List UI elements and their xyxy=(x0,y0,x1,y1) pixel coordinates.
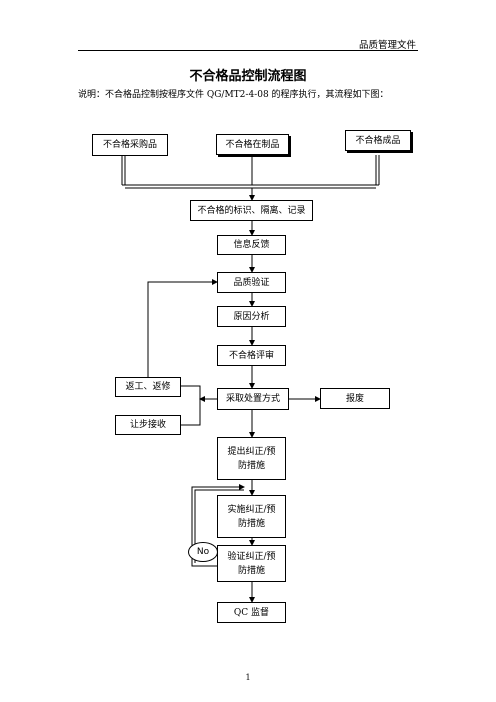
node-disposition-label: 采取处置方式 xyxy=(225,394,280,404)
node-qc: QC 监督 xyxy=(217,602,286,623)
no-decision-label: No xyxy=(188,542,218,562)
node-wip: 不合格在制品 xyxy=(216,134,289,155)
node-finished-label: 不合格成品 xyxy=(355,135,401,146)
node-concession-label: 让步接收 xyxy=(129,420,166,430)
node-purchase: 不合格采购品 xyxy=(92,134,168,156)
connector-no-loop xyxy=(191,484,245,567)
node-qc-label: QC 监督 xyxy=(233,607,270,618)
node-finished: 不合格成品 xyxy=(345,130,411,151)
node-verify-label: 品质验证 xyxy=(233,277,270,288)
node-propose-label: 提出纠正/预防措施 xyxy=(227,446,276,471)
connector-rework-branch xyxy=(181,385,201,426)
node-feedback: 信息反馈 xyxy=(217,235,286,255)
node-rework: 返工、返修 xyxy=(115,377,181,397)
node-scrap: 报废 xyxy=(320,388,390,409)
no-label-text: No xyxy=(196,547,210,557)
node-wip-label: 不合格在制品 xyxy=(225,139,280,150)
node-review-label: 不合格评审 xyxy=(228,350,274,361)
node-purchase-label: 不合格采购品 xyxy=(102,140,157,150)
node-propose: 提出纠正/预防措施 xyxy=(217,437,286,480)
node-cause: 原因分析 xyxy=(217,306,286,327)
node-review: 不合格评审 xyxy=(217,345,286,366)
node-verify-ca: 验证纠正/预防措施 xyxy=(217,545,286,582)
description-text: 说明：不合格品控制按程序文件 QG/MT2-4-08 的程序执行，其流程如下图： xyxy=(78,90,389,100)
node-verify: 品质验证 xyxy=(217,272,286,293)
connector-rework-loop xyxy=(147,279,218,378)
page-title: 不合格品控制流程图 xyxy=(189,69,307,84)
document-category: 品质管理文件 xyxy=(358,40,416,51)
node-identify: 不合格的标识、隔离、记录 xyxy=(190,200,313,221)
node-verify-ca-label: 验证纠正/预防措施 xyxy=(227,551,276,576)
header-divider xyxy=(78,50,418,51)
node-concession: 让步接收 xyxy=(115,415,181,435)
node-cause-label: 原因分析 xyxy=(233,311,270,322)
node-feedback-label: 信息反馈 xyxy=(233,240,270,250)
connector-no-loop-shadow xyxy=(194,489,244,563)
node-identify-label: 不合格的标识、隔离、记录 xyxy=(197,205,306,216)
node-disposition: 采取处置方式 xyxy=(217,388,289,410)
node-implement: 实施纠正/预防措施 xyxy=(217,495,286,538)
node-implement-label: 实施纠正/预防措施 xyxy=(227,504,276,529)
node-scrap-label: 报废 xyxy=(345,393,364,404)
node-rework-label: 返工、返修 xyxy=(125,382,171,392)
page-number: 1 xyxy=(245,673,251,682)
